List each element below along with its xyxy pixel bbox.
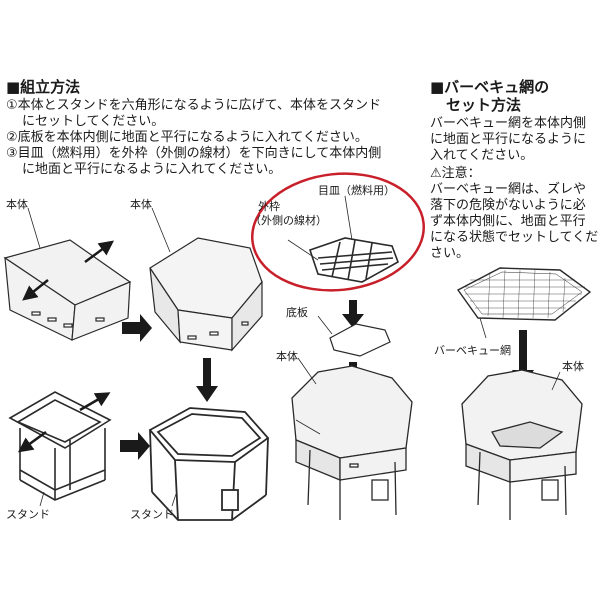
label-body-4: 本体 <box>562 360 584 373</box>
bbq-heading-line-2: セット方法 <box>446 96 522 114</box>
step-2: ②底板を本体内側に地面と平行になるように入れてください。 <box>6 130 368 145</box>
label-stand-1: スタンド <box>6 508 50 521</box>
label-body-2: 本体 <box>130 198 152 211</box>
expand-arrow-1 <box>84 240 115 264</box>
hex-body-illustration <box>149 237 263 352</box>
caution-line-3: ず本体内側に、地面と平行 <box>430 214 586 229</box>
caution-line-4: になる状態でセットしてくだ <box>430 230 599 245</box>
label-stand-2: スタンド <box>130 508 174 521</box>
assembled-body-with-grate <box>291 365 413 520</box>
label-body-1: 本体 <box>6 198 28 211</box>
bbq-body-line-2: に地面と平行になるように <box>430 132 587 147</box>
bbq-heading-line-1: ■バーベキュ網の <box>430 78 550 96</box>
bbq-body-line-3: 入れてください。 <box>430 148 534 163</box>
down-arrow-1 <box>203 358 211 388</box>
down-arrow-4 <box>519 330 527 372</box>
expand-arrow-3 <box>79 392 111 412</box>
bbq-body-line-1: バーベキュー網を本体内側 <box>430 116 587 131</box>
label-body-3: 本体 <box>276 350 298 363</box>
highlight-circle <box>251 172 425 292</box>
down-arrow-2 <box>349 300 357 316</box>
expand-arrow-4 <box>17 430 47 453</box>
fuel-grate-illustration <box>308 237 399 283</box>
assembly-heading: ■組立方法 <box>6 78 81 96</box>
caution-title: ⚠注意： <box>430 166 481 181</box>
assembled-body-with-net <box>461 369 583 520</box>
expand-arrow-2 <box>22 279 49 301</box>
step-3-line-2: に地面と平行になるように入れてください。 <box>22 162 282 177</box>
folded-body-illustration <box>3 239 132 341</box>
label-outer-frame-line-2: （外側の線材） <box>250 214 327 227</box>
hex-stand-illustration <box>148 407 270 521</box>
label-bbq-net: バーベキュー網 <box>434 344 511 357</box>
bottom-plate-illustration <box>329 323 391 357</box>
label-outer-frame-line-1: 外枠 <box>258 200 280 213</box>
caution-line-2: 落下の危険がないように必 <box>430 198 586 213</box>
step-3-line-1: ③目皿（燃料用）を外枠（外側の線材）を下向きにして本体内側 <box>6 146 382 161</box>
caution-line-5: さい。 <box>430 246 470 261</box>
caution-line-1: バーベキュー網は、ズレや <box>430 182 587 197</box>
step-1-line-1: ①本体とスタンドを六角形になるように広げて、本体をスタンド <box>6 98 382 113</box>
folded-stand-illustration <box>8 391 112 501</box>
right-arrow-1 <box>122 314 152 342</box>
step-1-line-2: にセットしてください。 <box>22 114 165 129</box>
label-fuel-grate: 目皿（燃料用） <box>318 184 395 197</box>
right-arrow-2 <box>120 432 150 460</box>
label-bottom-plate: 底板 <box>286 306 308 319</box>
